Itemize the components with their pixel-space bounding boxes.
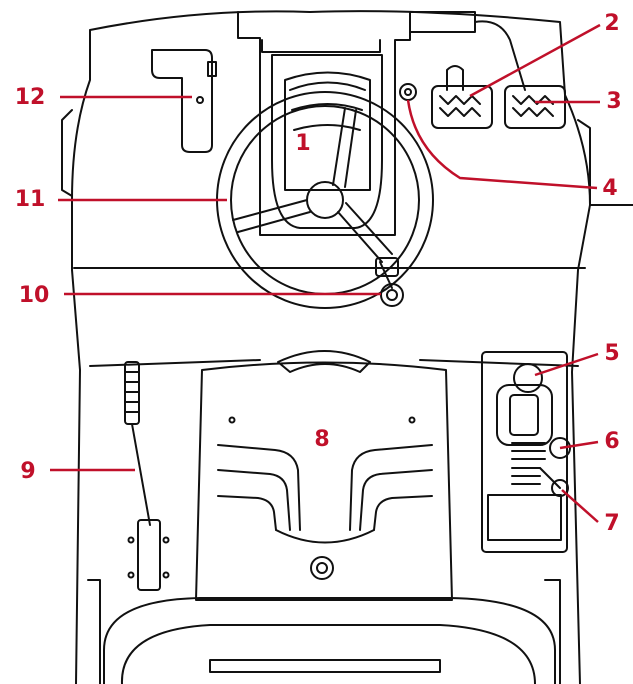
pedal-left-grip: [439, 95, 481, 117]
seat-latch-ring-inner: [316, 562, 328, 574]
callout-number-2: 2: [604, 11, 619, 36]
hydraulic-hose: [474, 20, 526, 91]
machine-body-outline: [71, 10, 591, 684]
switch-7-lever: [539, 467, 561, 489]
steering-column-housing: [237, 11, 411, 236]
callout-number-9: 9: [20, 459, 35, 484]
steering-wheel-spoke-top: [332, 107, 357, 188]
seat-headrest: [277, 350, 371, 373]
callout-number-4: 4: [602, 176, 617, 201]
callout-number-7: 7: [604, 511, 619, 536]
column-top-cap: [261, 39, 381, 53]
callout-number-10: 10: [19, 283, 50, 308]
seat-cushion-slot: [209, 659, 441, 673]
switch-7-knob: [551, 479, 569, 497]
joystick-base: [509, 394, 539, 436]
left-lever: [151, 49, 213, 153]
switch-6-knob: [549, 437, 571, 459]
callout-number-11: 11: [15, 187, 46, 212]
switch-7-body: [511, 467, 541, 485]
seat-back: [195, 361, 453, 601]
callout-number-12: 12: [15, 85, 46, 110]
column-inner-shape: [284, 71, 371, 191]
hand-lever-grip-ridges: [124, 371, 140, 413]
control-panel-lower-plate: [487, 494, 562, 541]
seat-rivet-right: [408, 416, 416, 424]
seat-pan-curve: [275, 529, 375, 544]
adjust-knob: [399, 83, 417, 101]
callout-leader-7: [561, 489, 599, 523]
joystick-boot: [496, 384, 553, 446]
hand-lever-bolt-4: [162, 571, 170, 579]
steering-wheel-spoke-left: [232, 199, 311, 233]
seat-cushion-inner: [120, 624, 536, 684]
callout-number-1: 1: [295, 131, 310, 156]
seat-latch-ring: [310, 556, 334, 580]
callout-number-8: 8: [314, 427, 329, 452]
callout-number-5: 5: [604, 341, 619, 366]
callout-leader-5: [534, 352, 599, 377]
control-panel: [481, 351, 568, 553]
hand-lever-base: [137, 519, 161, 591]
switch-6-body: [511, 442, 546, 460]
hand-lever-rod: [131, 423, 151, 526]
pedal-left: [431, 85, 493, 129]
column-inner-frame: [271, 54, 383, 229]
left-side-panel: [61, 109, 73, 197]
deck-line: [89, 359, 579, 367]
pedal-right-grip: [512, 95, 554, 117]
seat-contour-left: [217, 444, 301, 531]
hand-lever-bolt-2: [162, 536, 170, 544]
callout-leader-6: [559, 440, 599, 450]
pedal-hook: [446, 65, 464, 91]
right-side-panel: [577, 119, 591, 206]
seat-rivet-left: [228, 416, 236, 424]
pedal-right: [504, 85, 566, 129]
joystick-knob: [513, 363, 543, 393]
tilt-lever-bracket: [375, 257, 399, 277]
callout-leader-2: [469, 23, 601, 98]
floor-right: [544, 579, 561, 684]
adjust-knob-base: [404, 88, 412, 96]
floor-left: [87, 579, 101, 684]
callout-number-3: 3: [606, 89, 621, 114]
callout-leader-4: [406, 99, 598, 190]
callout-number-6: 6: [604, 429, 619, 454]
top-box: [409, 11, 476, 33]
lever-clip: [207, 61, 217, 77]
seat-cushion: [103, 597, 556, 684]
tilt-lever-knob-inner: [386, 289, 398, 301]
lever-pin: [196, 96, 204, 104]
hand-lever-bolt-3: [127, 571, 135, 579]
seat-contour-right: [349, 444, 433, 531]
steering-wheel-spoke-right: [337, 202, 393, 263]
hand-lever-bolt-1: [127, 536, 135, 544]
